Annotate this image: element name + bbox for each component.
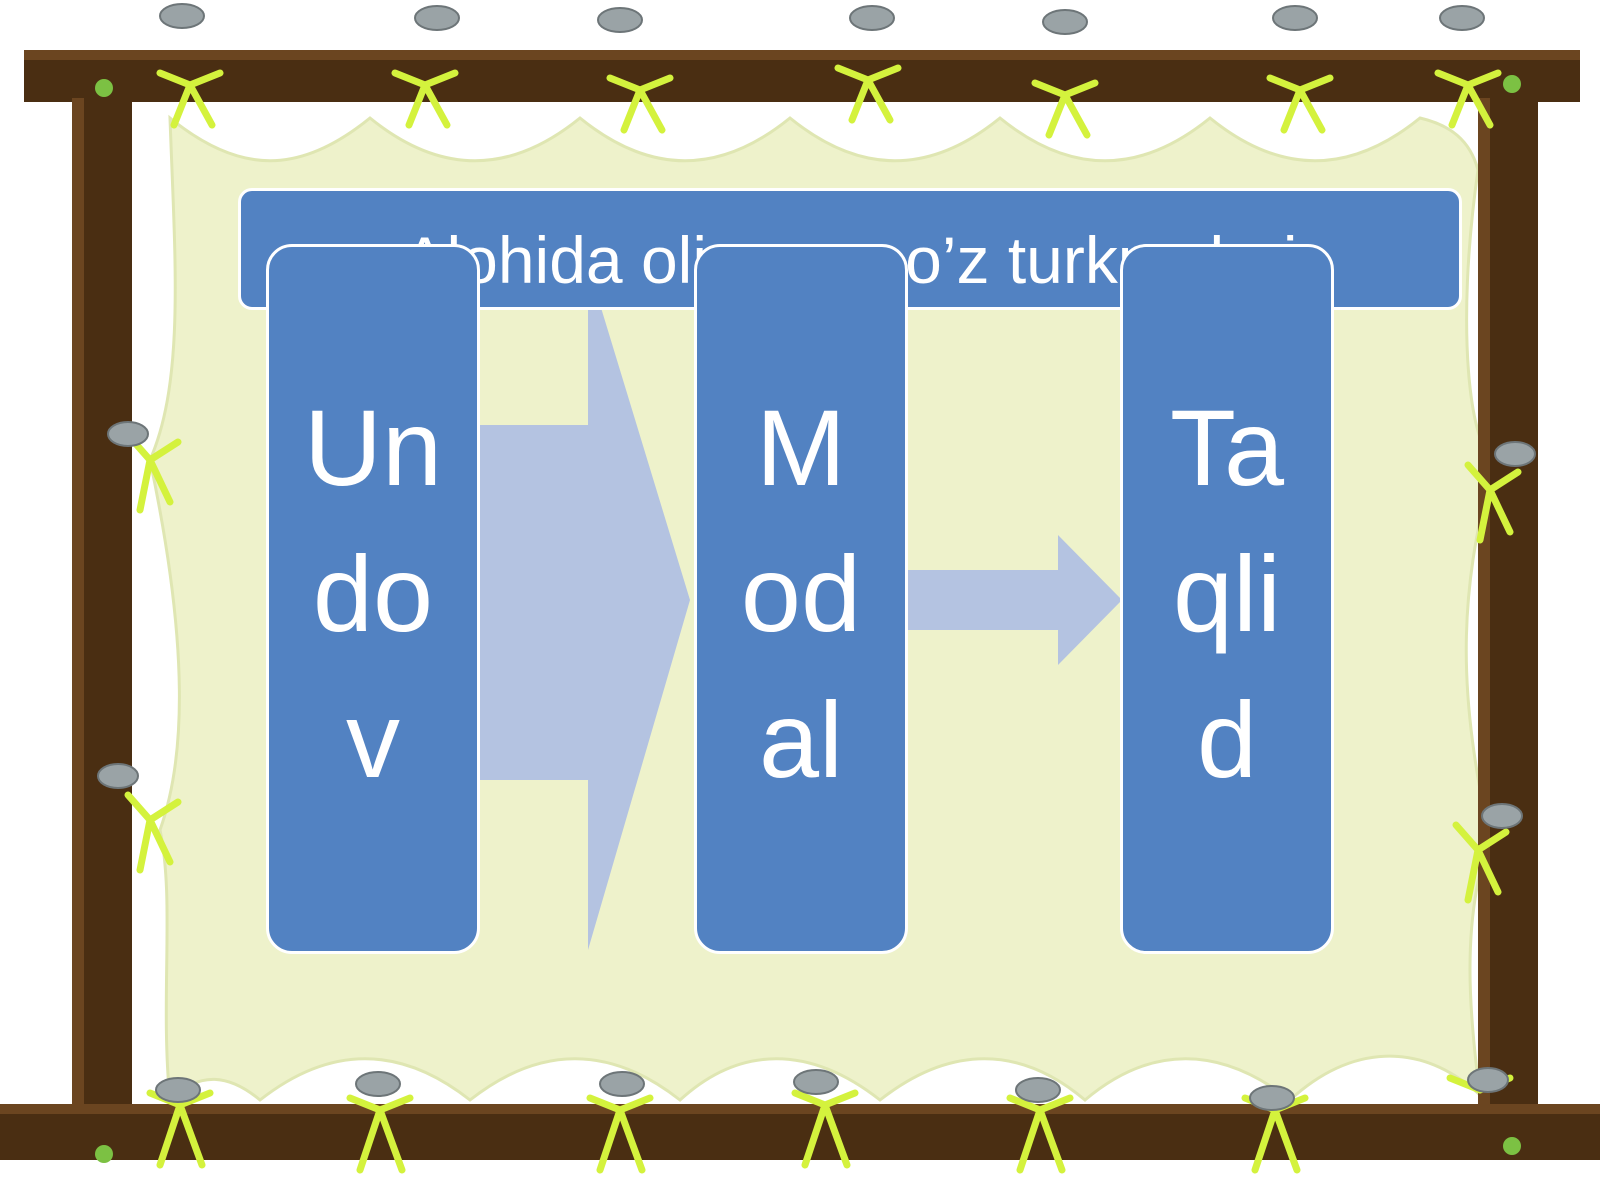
pin-icon <box>97 3 1536 1111</box>
arrow-modal-to-taqlid <box>900 535 1122 665</box>
arrow-undov-to-modal <box>470 265 690 950</box>
step-label: Undov <box>303 387 443 800</box>
step-box-undov: Undov <box>266 244 480 954</box>
wooden-frame <box>0 50 1600 1163</box>
step-label: Modal <box>740 387 862 800</box>
step-box-modal: Modal <box>694 244 908 954</box>
step-box-taqlid: Taqlid <box>1120 244 1334 954</box>
step-label: Taqlid <box>1169 387 1285 800</box>
